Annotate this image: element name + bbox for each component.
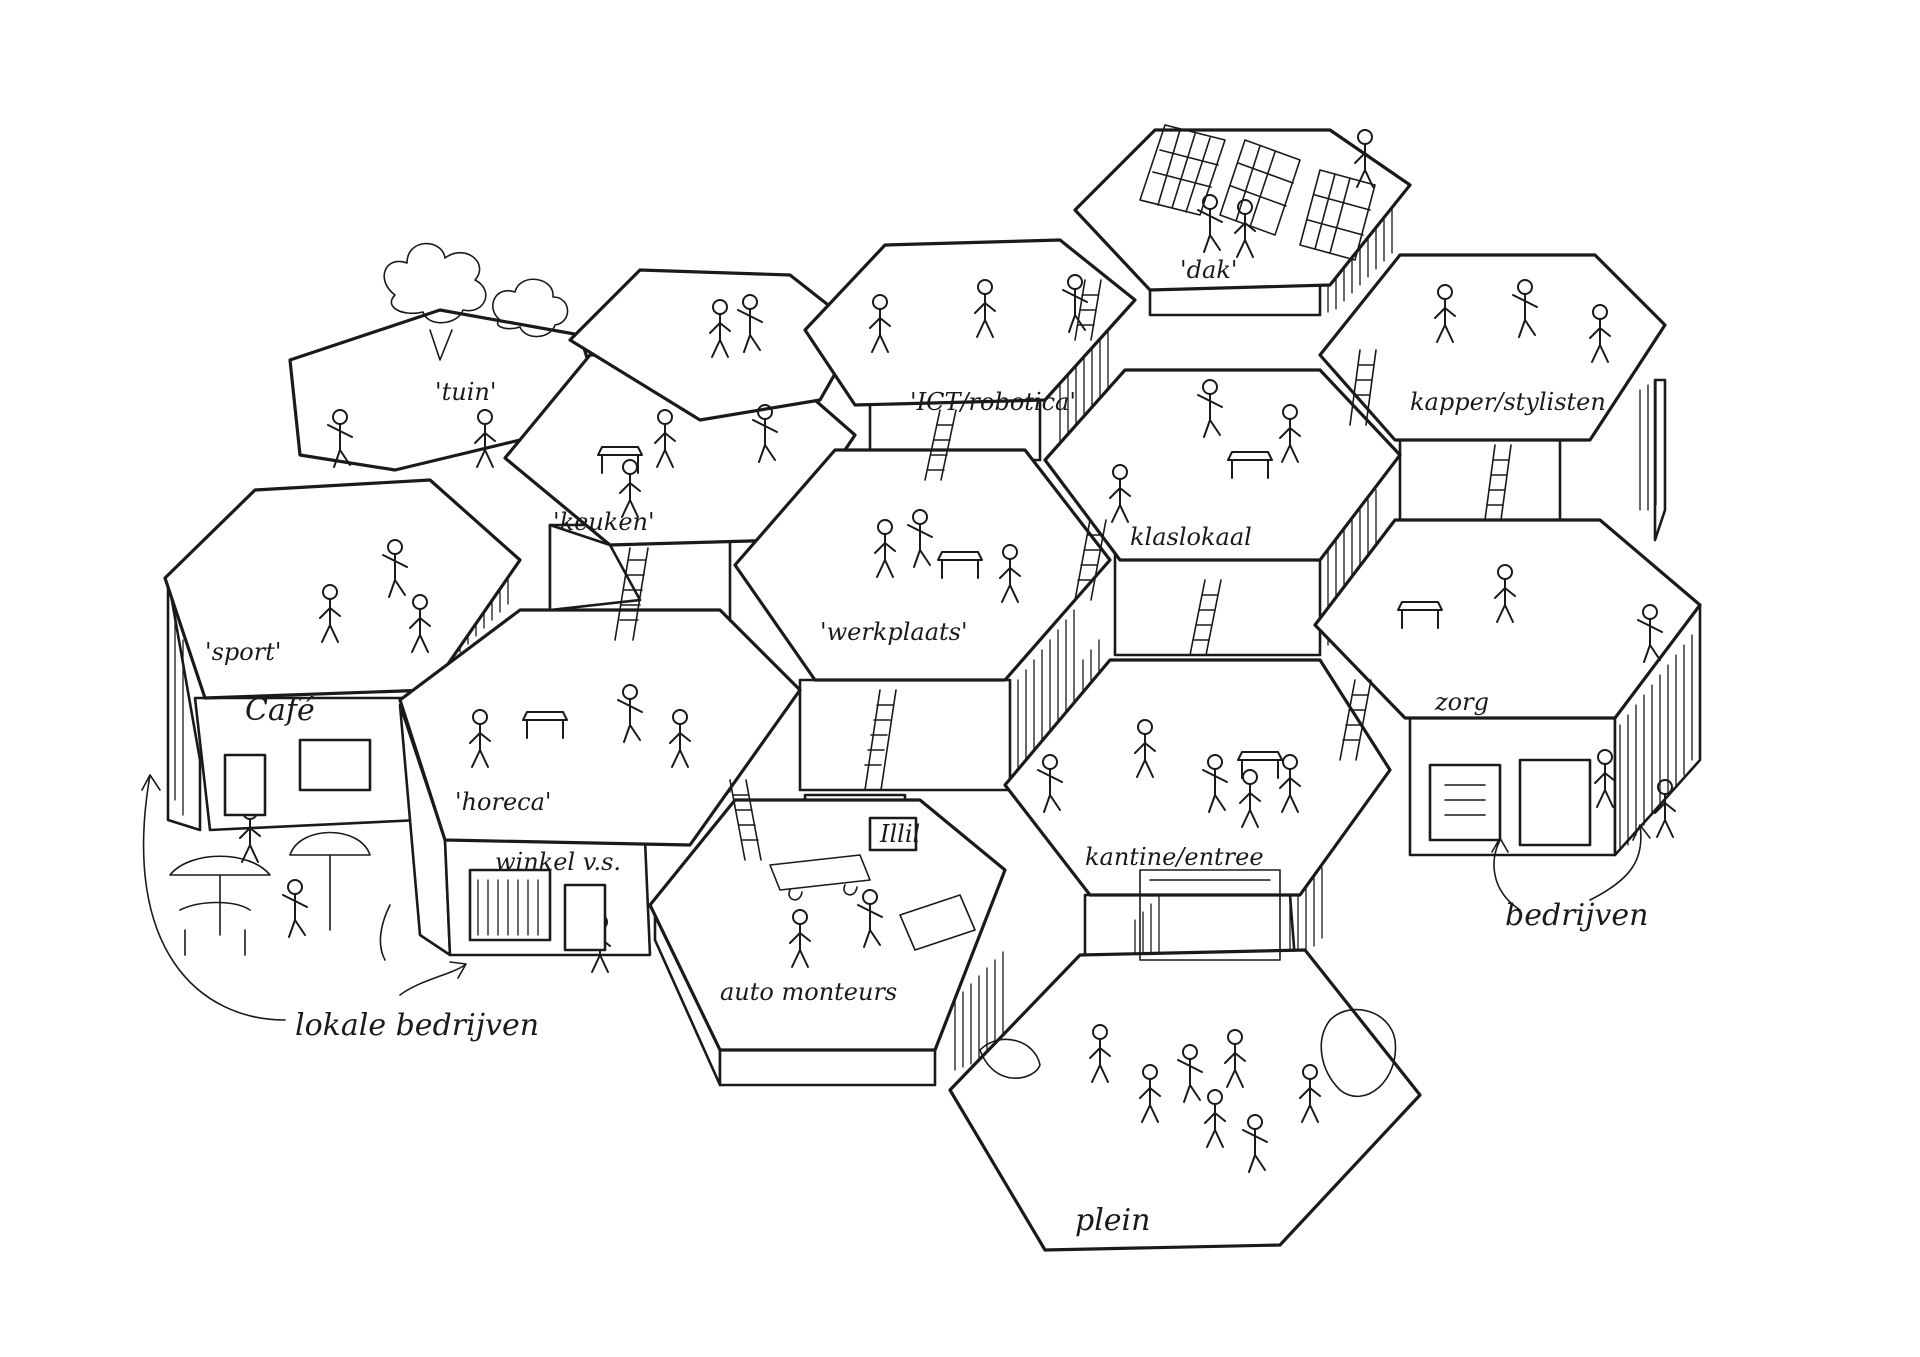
hex-zorg [1313, 518, 1702, 720]
hex-klaslokaal [1043, 368, 1402, 562]
hex-dak [1073, 128, 1412, 292]
label-werkplaats: 'werkplaats' [820, 618, 968, 646]
label-winkel: winkel v.s. [495, 848, 621, 876]
room-labels: 'tuin' 'keuken' 'ICT/robotica' 'dak' kap… [205, 256, 1648, 1238]
hexagon-roofs [163, 128, 1702, 1252]
misc-sketches [169, 831, 1397, 1097]
shop-window [468, 868, 552, 942]
arrow-lokale-bedrijven-cafe [141, 774, 286, 1021]
label-bedrijven: bedrijven [1505, 898, 1648, 933]
hex-werkplaats [733, 448, 1112, 682]
solar-panels [1139, 124, 1376, 261]
label-dak: 'dak' [1180, 256, 1237, 284]
hex-ict [803, 238, 1137, 407]
label-tuin: 'tuin' [435, 378, 496, 406]
label-kantine: kantine/entree [1085, 843, 1264, 871]
cafe-door [223, 753, 267, 817]
label-klaslokaal: klaslokaal [1130, 523, 1252, 551]
label-kapper: kapper/stylisten [1410, 388, 1606, 416]
hex-kapper [1318, 253, 1667, 442]
sign-text: Illil [879, 820, 920, 848]
label-plein: plein [1075, 1203, 1150, 1238]
label-zorg: zorg [1434, 688, 1489, 716]
zorg-door-right [1518, 758, 1592, 847]
label-ict: 'ICT/robotica' [910, 388, 1076, 416]
trees [383, 242, 569, 361]
cafe-window [298, 738, 372, 792]
label-auto: auto monteurs [720, 978, 897, 1006]
hex-auto [648, 798, 1007, 1052]
sign-board [868, 816, 918, 852]
label-keuken: 'keuken' [553, 508, 655, 536]
hex-horeca [398, 608, 802, 847]
label-horeca: 'horeca' [455, 788, 552, 816]
hex-kantine [1003, 658, 1392, 897]
label-cafe: Café [245, 693, 315, 728]
arrow-lokale-bedrijven-shop [399, 961, 467, 996]
hex-sport [163, 478, 522, 700]
zorg-door-left [1428, 763, 1502, 842]
ladders [614, 279, 1512, 861]
shop-door [563, 883, 607, 952]
label-lokale-bedrijven: lokale bedrijven [295, 1008, 539, 1043]
facade-openings [223, 738, 1592, 952]
arrow-bedrijven-right [1589, 824, 1651, 901]
arrows [141, 774, 1651, 1021]
label-sport: 'sport' [205, 638, 281, 666]
arrow-bedrijven-left [1491, 837, 1521, 911]
